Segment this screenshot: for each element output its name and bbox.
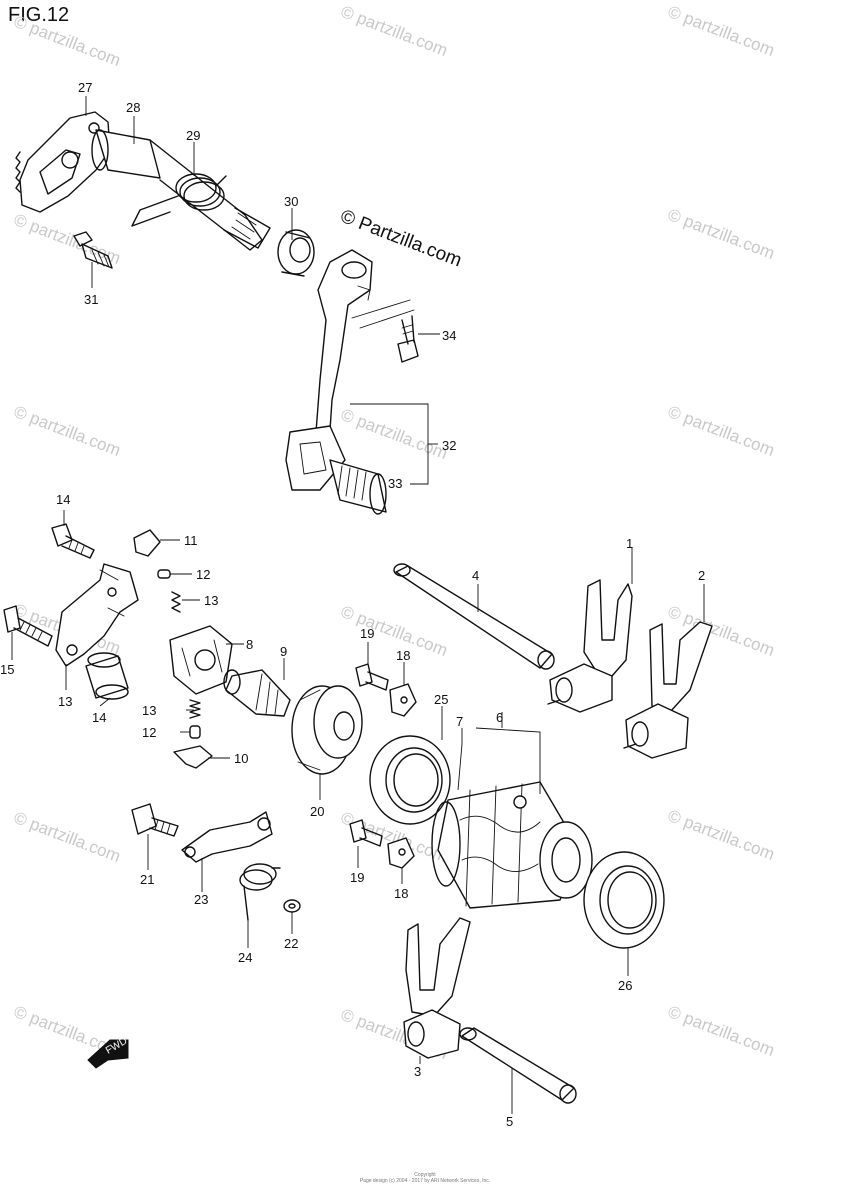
cam-stopper-plate-14 [55, 563, 139, 667]
label-13-upper: 13 [204, 593, 218, 608]
bolt-19-lower [349, 819, 383, 847]
shift-fork-1 [547, 579, 633, 713]
label-32: 32 [442, 438, 456, 453]
bearing-26 [583, 851, 665, 949]
spacer-15 [85, 652, 129, 700]
label-21: 21 [140, 872, 154, 887]
label-12-upper: 12 [196, 567, 210, 582]
spring-24 [239, 863, 281, 921]
label-22: 22 [284, 936, 298, 951]
bolt-19-upper [355, 663, 389, 691]
label-27: 27 [78, 80, 92, 95]
pawl-10 [173, 745, 213, 769]
pin-12-upper [157, 569, 171, 579]
label-1: 1 [626, 536, 633, 551]
label-10: 10 [234, 751, 248, 766]
gearshift-shaft-28 [91, 129, 271, 251]
gearshift-cam-6 [431, 781, 593, 909]
pin-12-lower [189, 725, 201, 739]
part-labels: 27 28 29 30 31 34 32 33 14 11 12 13 15 1… [0, 80, 705, 1129]
label-16: 14 [56, 492, 70, 507]
label-24: 24 [238, 950, 252, 965]
label-18-upper: 18 [396, 648, 410, 663]
label-19-lower: 19 [350, 870, 364, 885]
label-34: 34 [442, 328, 456, 343]
copyright-line-2: Page design (c) 2004 - 2017 by ARI Netwo… [359, 1178, 491, 1184]
cam-driven-gear-20 [291, 685, 363, 775]
bolt-17 [3, 605, 53, 647]
oil-seal-30 [277, 229, 315, 277]
shift-fork-shaft-4 [393, 563, 555, 670]
label-9: 9 [280, 644, 287, 659]
spring-13-upper [171, 591, 181, 613]
copyright-line-1: Copyright [414, 1172, 436, 1178]
spring-13-lower [189, 699, 201, 719]
label-18-lower: 18 [394, 886, 408, 901]
copyright-text: Copyright Page design (c) 2004 - 2017 by… [330, 1172, 520, 1184]
bolt-21 [131, 803, 179, 837]
label-28: 28 [126, 100, 140, 115]
label-6: 6 [496, 710, 503, 725]
label-11: 11 [184, 533, 198, 548]
cam-driven-gear-9 [223, 669, 291, 717]
return-spring-29 [131, 173, 227, 227]
plate-18-upper [389, 683, 417, 717]
label-3: 3 [414, 1064, 421, 1079]
bolt-16 [51, 523, 95, 559]
label-5: 5 [506, 1114, 513, 1129]
label-25: 25 [434, 692, 448, 707]
stopper-arm-23 [181, 811, 273, 863]
label-20: 20 [310, 804, 324, 819]
label-19-upper: 19 [360, 626, 374, 641]
shift-fork-shaft-5 [459, 1027, 577, 1104]
gearshift-lever-32 [285, 249, 387, 515]
shift-fork-2 [623, 621, 713, 759]
bolt-34 [397, 315, 419, 363]
leader-lines [11, 96, 705, 1114]
label-23: 23 [194, 892, 208, 907]
label-15: 14 [92, 710, 106, 725]
shift-fork-3 [403, 917, 471, 1059]
label-33: 33 [388, 476, 402, 491]
gearshift-cam-plate-27 [15, 111, 111, 213]
label-30: 30 [284, 194, 298, 209]
bolt-31 [73, 231, 113, 269]
label-4: 4 [472, 568, 479, 583]
label-7: 7 [456, 714, 463, 729]
pawl-lifter-8 [169, 625, 233, 695]
label-14: 13 [58, 694, 72, 709]
plate-18-lower [387, 837, 415, 869]
fwd-arrow: FWD [87, 1036, 129, 1069]
washer-22 [283, 899, 301, 913]
figure-title: FIG.12 [8, 4, 70, 26]
label-17: 15 [0, 662, 14, 677]
bearing-25 [369, 735, 451, 825]
label-2: 2 [698, 568, 705, 583]
label-31: 31 [84, 292, 98, 307]
label-8: 8 [246, 637, 253, 652]
label-26: 26 [618, 978, 632, 993]
pawl-11 [133, 529, 161, 557]
label-13-lower: 13 [142, 703, 156, 718]
label-29: 29 [186, 128, 200, 143]
lever-clamp-line [351, 299, 415, 329]
label-12-lower: 12 [142, 725, 156, 740]
